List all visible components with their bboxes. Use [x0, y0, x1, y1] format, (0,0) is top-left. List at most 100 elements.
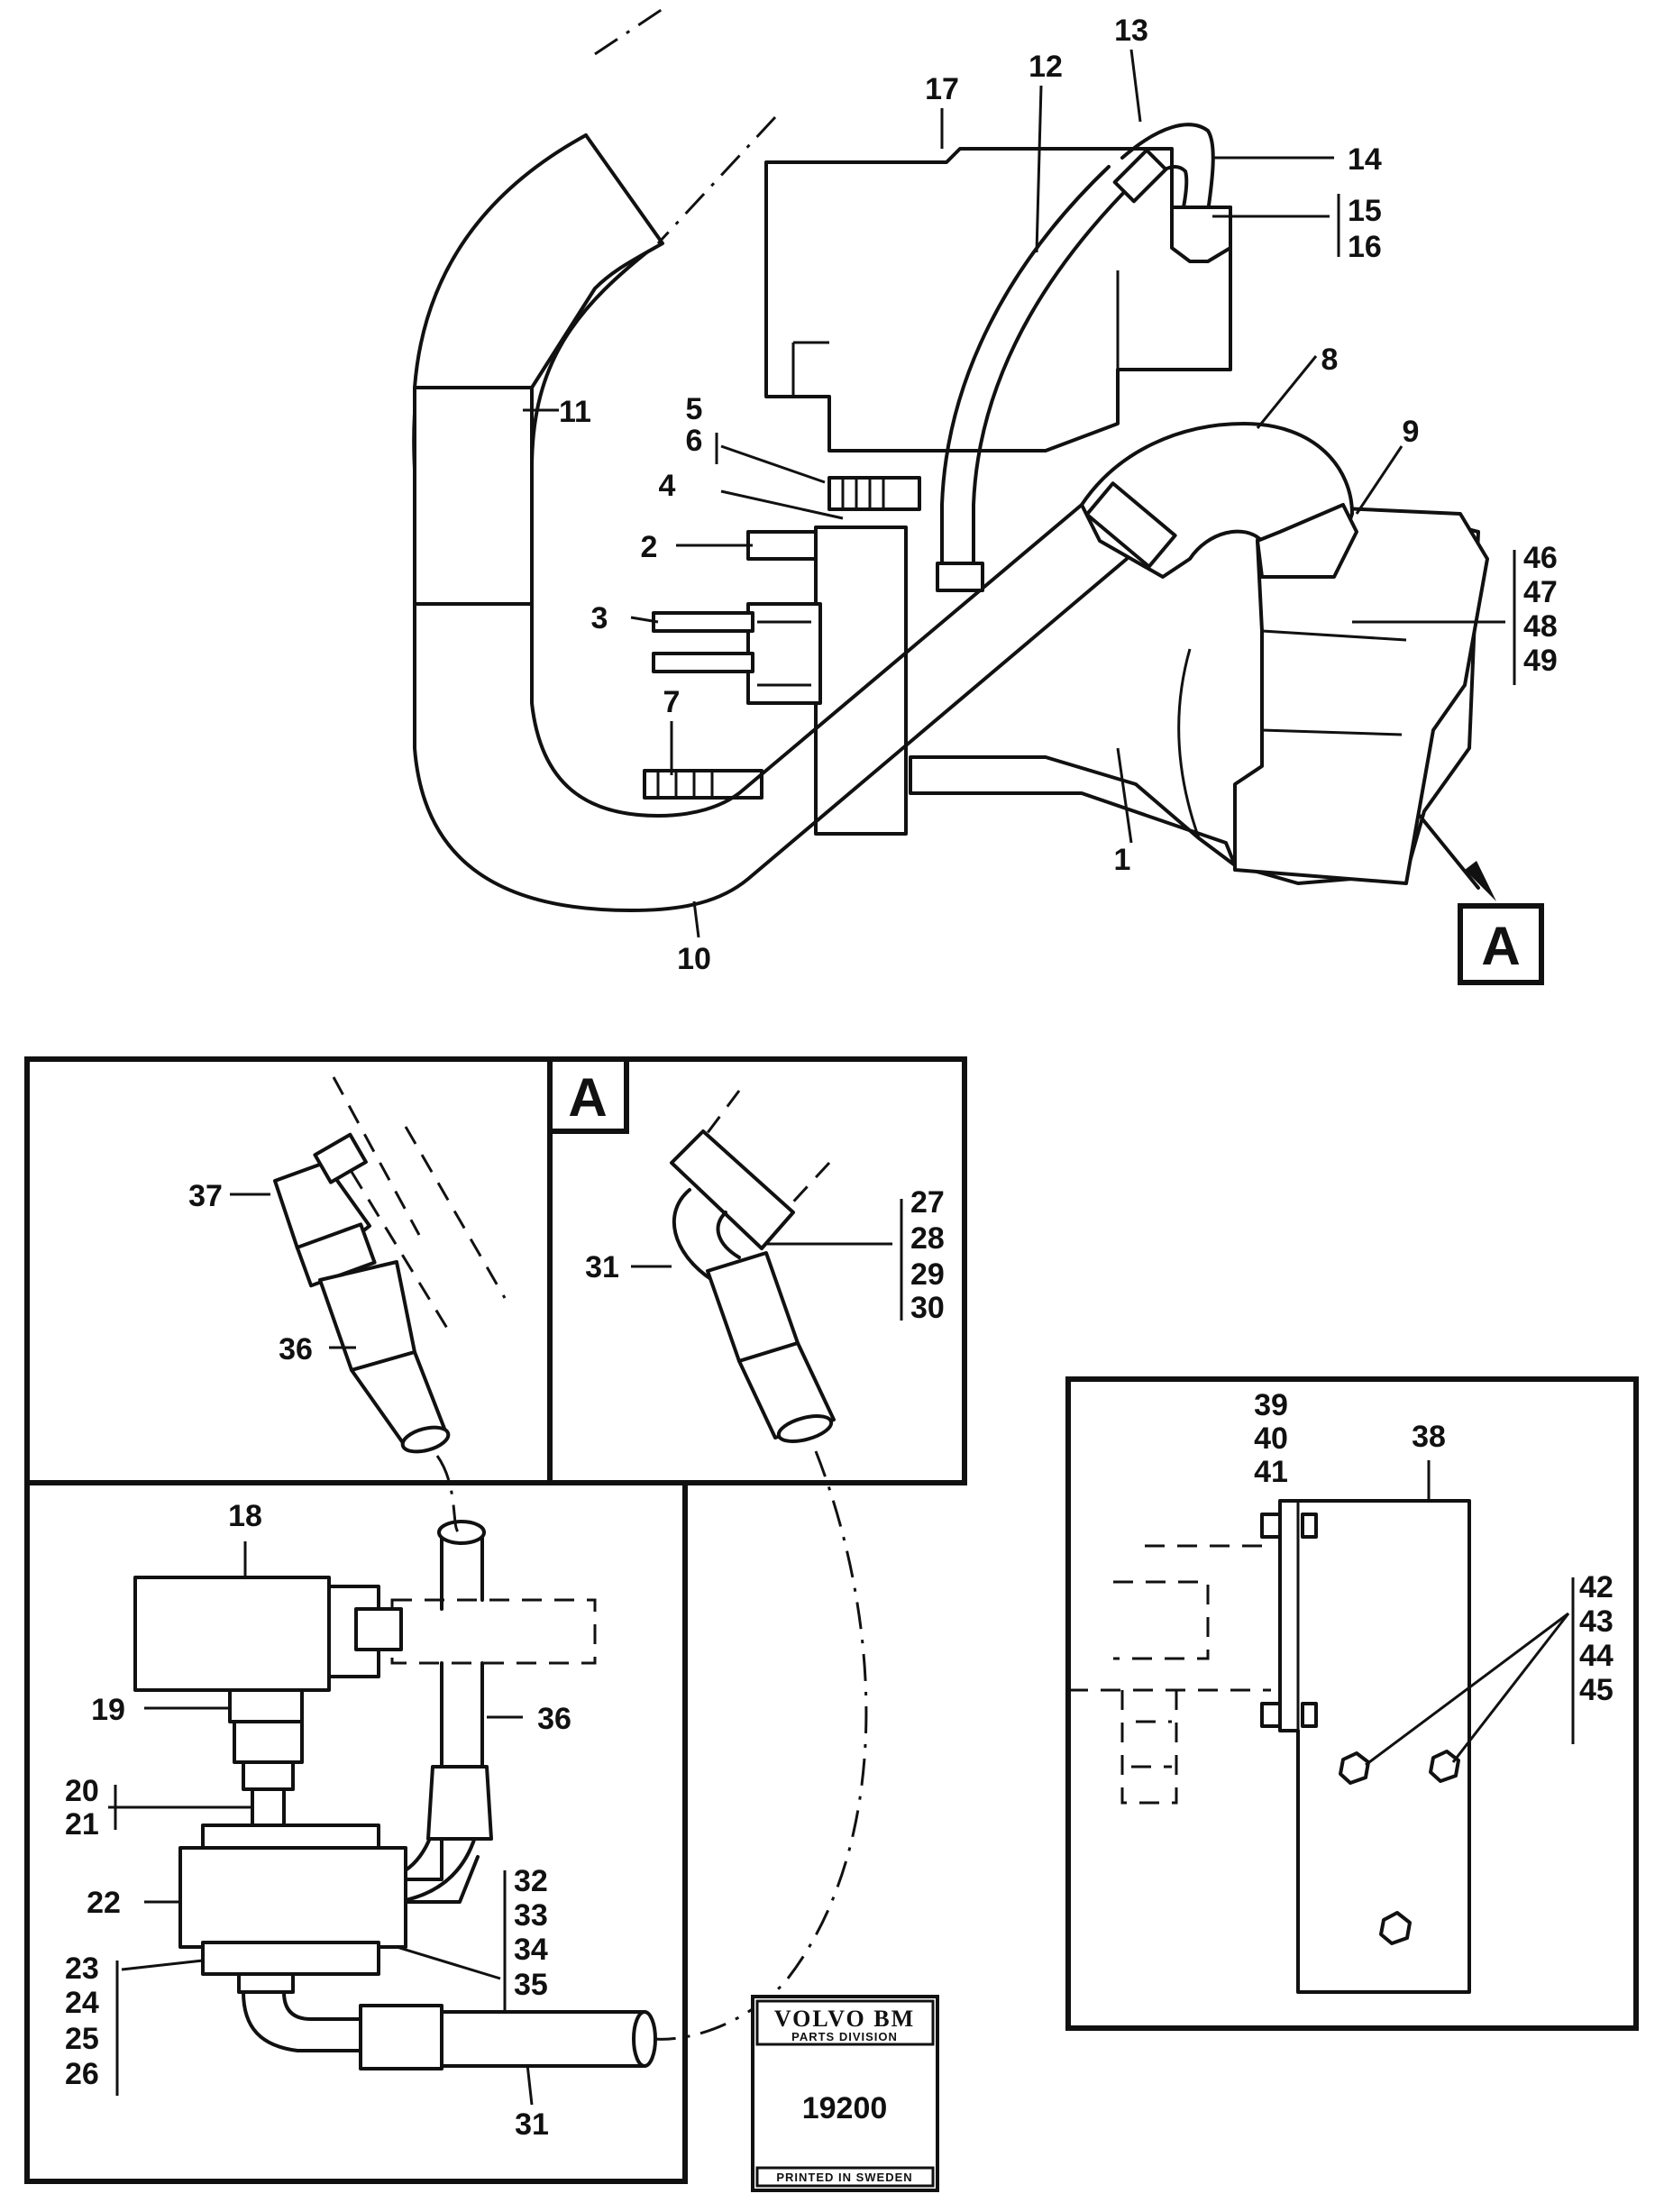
callout-13: 13	[1114, 14, 1148, 48]
nut-19-c	[242, 1760, 295, 1791]
hose-36-top	[318, 1260, 416, 1372]
detail-pointer	[1418, 814, 1480, 890]
callout-42: 42	[1579, 1570, 1614, 1604]
detail-panels: A	[24, 1056, 967, 2184]
callout-1: 1	[1114, 843, 1131, 877]
hose-11-sleeve	[413, 386, 534, 606]
valve-nut	[237, 1972, 295, 1994]
hose-clamp-9	[1256, 503, 1358, 579]
callout-48: 48	[1523, 609, 1558, 644]
bolt-39-top	[1260, 1513, 1282, 1539]
nut-37	[313, 1132, 368, 1184]
callout-22: 22	[87, 1886, 121, 1920]
volvo-bm-stamp: VOLVO BM PARTS DIVISION 19200 PRINTED IN…	[751, 1995, 939, 2192]
pipe-nut-13	[1112, 148, 1168, 204]
block-27	[670, 1129, 795, 1250]
detail-tag-a: A	[1481, 916, 1520, 976]
callout-31-bottom: 31	[515, 2107, 549, 2142]
bolt-head-42a	[1339, 1751, 1370, 1785]
sleeve-31	[706, 1251, 800, 1363]
callout-38: 38	[1412, 1420, 1446, 1454]
stud-3b	[652, 652, 754, 673]
callout-26: 26	[65, 2057, 99, 2091]
callout-47: 47	[1523, 575, 1558, 609]
pipe-fitting	[936, 562, 984, 592]
detail-tag-inset: A	[568, 1067, 607, 1128]
callout-11: 11	[559, 395, 591, 429]
hose-31-opening	[776, 1414, 834, 1443]
nut-39-bottom	[1301, 1702, 1318, 1728]
filter-box	[1233, 503, 1489, 885]
pipe-12-left	[940, 165, 1111, 579]
hose-clamp-8	[1084, 481, 1177, 569]
main-assembly: A	[412, 7, 1544, 985]
panel-right	[1065, 1376, 1639, 2031]
nut-39-top	[1301, 1513, 1318, 1539]
bolt-head-lower	[1379, 1911, 1412, 1945]
stem-20	[251, 1787, 286, 1827]
flange-lip	[746, 530, 818, 561]
bracket-panel	[1065, 1376, 1639, 2031]
callout-10: 10	[677, 942, 711, 976]
callout-25: 25	[65, 2022, 99, 2056]
nut-19-b	[233, 1720, 304, 1764]
hose-31-sleeve	[359, 2004, 443, 2070]
callout-32: 32	[514, 1864, 548, 1898]
callout-40: 40	[1254, 1421, 1288, 1456]
bolt-39-bottom	[1260, 1702, 1282, 1728]
callout-36-bottom: 36	[537, 1702, 571, 1736]
callout-33: 33	[514, 1898, 548, 1933]
callout-34: 34	[514, 1933, 548, 1967]
callout-14: 14	[1348, 142, 1382, 177]
callout-9: 9	[1403, 415, 1420, 449]
callout-3: 3	[591, 601, 608, 635]
callout-19: 19	[91, 1693, 125, 1727]
panel-detail-a	[547, 1056, 967, 1485]
callout-27: 27	[910, 1185, 945, 1220]
callout-8: 8	[1321, 343, 1339, 377]
callout-17: 17	[925, 72, 959, 106]
fitting-31-assembly	[631, 1090, 903, 1443]
hose-11-end	[413, 133, 664, 389]
connector-stub	[354, 1607, 403, 1651]
callout-15: 15	[1348, 194, 1382, 228]
callout-46: 46	[1523, 541, 1558, 575]
stud-3a	[652, 611, 754, 633]
valve-assembly	[108, 1520, 657, 2106]
callout-6: 6	[686, 424, 703, 458]
callout-4: 4	[659, 469, 676, 503]
stamp-brand: VOLVO BM	[774, 2006, 915, 2032]
hose-36-end	[400, 1425, 451, 1454]
pipe-12-right	[972, 178, 1138, 579]
valve-bottom	[201, 1941, 380, 1976]
bracket-38	[1278, 1499, 1471, 1994]
callout-45: 45	[1579, 1673, 1614, 1707]
valve-body-22	[178, 1846, 407, 1949]
pipe-36-sleeve	[426, 1765, 493, 1841]
upper-housing	[764, 147, 1232, 452]
callout-31-top: 31	[585, 1250, 619, 1284]
nut-19-a	[228, 1688, 304, 1723]
callout-12: 12	[1029, 50, 1063, 84]
callout-39: 39	[1254, 1388, 1288, 1422]
callout-37: 37	[188, 1179, 223, 1213]
hose-31-end	[737, 1341, 836, 1440]
fitting-15-16	[1170, 206, 1232, 263]
bolt-head-42b	[1429, 1750, 1460, 1783]
callout-21: 21	[65, 1807, 99, 1842]
callout-20: 20	[65, 1774, 99, 1808]
panel-top-left	[24, 1056, 553, 1485]
stamp-number: 19200	[802, 2091, 888, 2125]
pipe-36-top	[437, 1520, 486, 1545]
callout-44: 44	[1579, 1639, 1614, 1673]
callout-36-top: 36	[279, 1332, 313, 1367]
flange-plate	[814, 526, 908, 836]
detail-tag-inset-box	[547, 1056, 629, 1134]
callout-43: 43	[1579, 1604, 1614, 1639]
fitting-37-assembly	[230, 1076, 507, 1454]
callout-2: 2	[641, 530, 658, 564]
panel-bottom-left	[24, 1480, 688, 2184]
stamp-printed: PRINTED IN SWEDEN	[776, 2171, 912, 2184]
